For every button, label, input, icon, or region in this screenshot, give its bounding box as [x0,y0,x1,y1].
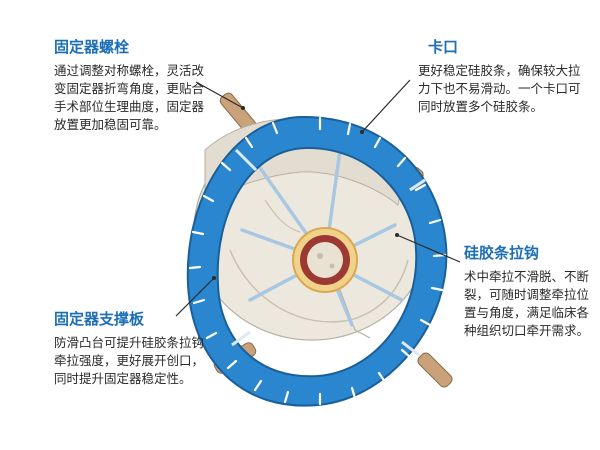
callout-title: 硅胶条拉钩 [464,244,540,262]
wound-opening [292,227,358,293]
fixator-support-plate [186,115,448,407]
leader-arrowheads [212,106,399,280]
callout-title: 卡口 [428,38,459,56]
callout-title: 固定器支撑板 [54,310,145,328]
callout-title: 固定器螺栓 [54,38,130,56]
callout-text: 防滑凸台可提升硅胶条拉钩牵拉强度，更好展开创口，同时提升固定器稳定性。 [54,335,205,386]
callout-text: 更好稳定硅胶条，确保较大拉力下也不易滑动。一个卡口可同时放置多个硅胶条。 [418,63,581,114]
bolt-bottom-right [417,352,453,388]
callout-support-plate: 固定器支撑板 防滑凸台可提升硅胶条拉钩牵拉强度，更好展开创口，同时提升固定器稳定… [54,310,212,388]
callout-clip: 卡口 更好稳定硅胶条，确保较大拉力下也不易滑动。一个卡口可同时放置多个硅胶条。 [418,38,588,116]
leader-lines [175,79,461,317]
callout-fixator-screw: 固定器螺栓 通过调整对称螺栓，灵活改变固定器折弯角度，更贴合手术部位生理曲度，固… [54,38,204,134]
callout-text: 术中牵拉不滑脱、不断裂，可随时调整牵拉位置与角度，满足临床各种组织切口牵开需求。 [464,269,590,338]
callout-silicone-hook: 硅胶条拉钩 术中牵拉不滑脱、不断裂，可随时调整牵拉位置与角度，满足临床各种组织切… [464,244,596,340]
callout-text: 通过调整对称螺栓，灵活改变固定器折弯角度，更贴合手术部位生理曲度，固定器放置更加… [54,63,205,132]
